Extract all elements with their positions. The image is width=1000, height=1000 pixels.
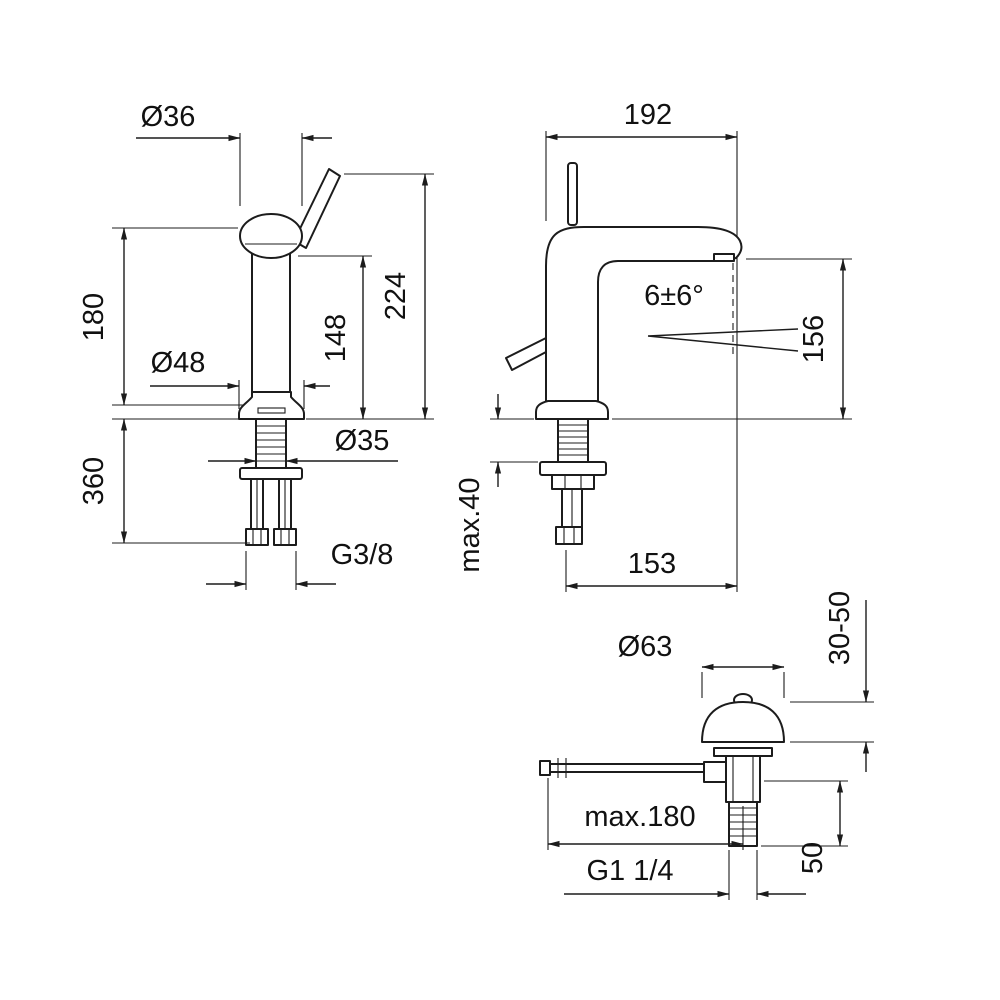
- dim-side-angle: 6±6°: [644, 280, 704, 312]
- drain-body: [725, 755, 761, 803]
- dim-front-spout-height: 148: [320, 314, 352, 362]
- dim-side-reach: 153: [628, 548, 676, 580]
- side-nut: [551, 474, 595, 490]
- front-body: [251, 253, 291, 399]
- side-washer: [539, 461, 607, 476]
- front-cap: [239, 213, 303, 259]
- front-view: Ø36 224 148 180 360 Ø48 Ø35 G3/8: [78, 101, 434, 590]
- dim-front-hose-length: 360: [78, 457, 110, 505]
- front-washer: [239, 467, 303, 480]
- front-shank: [255, 418, 287, 469]
- drain-ball-joint: [703, 761, 727, 783]
- dim-drain-rod-max: max.180: [584, 801, 695, 833]
- side-view: 192 6±6° 156 max.40 153: [454, 99, 852, 592]
- dim-front-body-height: 180: [78, 293, 110, 341]
- dim-drain-tail-height: 50: [797, 842, 829, 874]
- dim-front-thread: G3/8: [331, 539, 394, 571]
- drain-pull-rod: [547, 763, 705, 773]
- front-brand-mark: [257, 407, 286, 414]
- dim-front-total-height: 224: [380, 272, 412, 320]
- dim-front-head-diameter: Ø36: [141, 101, 196, 133]
- side-base: [535, 400, 609, 420]
- dim-side-max-deck: max.40: [454, 477, 486, 572]
- drain-plug-dome: [701, 701, 785, 743]
- dim-drain-thread: G1 1/4: [586, 855, 673, 887]
- side-lever-pin: [567, 162, 578, 226]
- front-connector-left: [245, 528, 269, 546]
- dim-side-outlet-height: 156: [798, 315, 830, 363]
- dim-drain-plug-diameter: Ø63: [618, 631, 673, 663]
- side-aerator: [713, 253, 735, 262]
- drain-flange: [713, 747, 773, 757]
- front-base: [238, 391, 305, 420]
- drain-rod-end: [539, 760, 551, 776]
- dim-drain-deck-range: 30-50: [824, 591, 856, 665]
- dim-front-base-diameter: Ø48: [151, 347, 206, 379]
- front-lever-pin: [293, 168, 341, 249]
- side-mixer-lever: [505, 337, 547, 371]
- side-body-spout: [545, 226, 743, 413]
- dim-front-shank-diameter: Ø35: [335, 425, 390, 457]
- front-connector-right: [273, 528, 297, 546]
- dim-side-width: 192: [624, 99, 672, 131]
- drain-view: Ø63 30-50 max.180 50 G1 1/4: [539, 591, 874, 900]
- side-connector: [555, 526, 583, 545]
